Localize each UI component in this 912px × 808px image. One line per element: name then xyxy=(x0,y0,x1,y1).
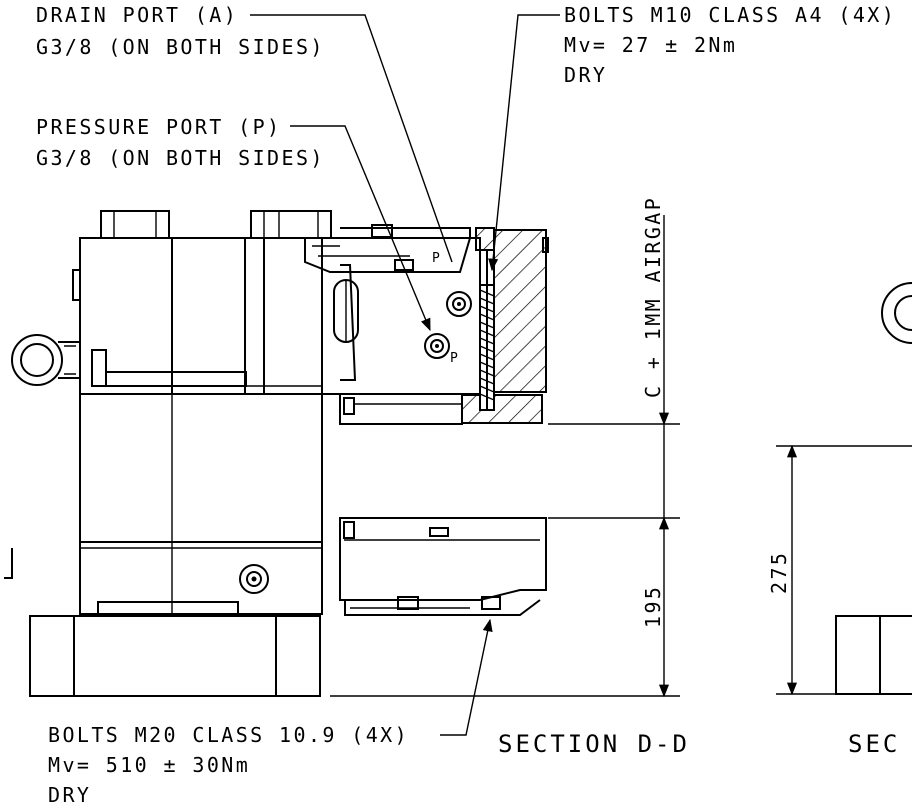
main-assembly: P P xyxy=(4,210,549,697)
pressure-port-thread: G3/8 (ON BOTH SIDES) xyxy=(36,146,325,170)
pressure-port-label: PRESSURE PORT (P) xyxy=(36,115,282,139)
dimension-275-label: 275 xyxy=(767,551,791,594)
top-bolt-heads xyxy=(100,210,332,239)
drain-port-mark: P xyxy=(432,251,442,266)
bolts-m20-condition: DRY xyxy=(48,783,91,807)
bolts-m20-label: BOLTS M20 CLASS 10.9 (4X) xyxy=(48,723,409,747)
section-mark xyxy=(4,548,13,579)
pressure-port-callout: PRESSURE PORT (P) G3/8 (ON BOTH SIDES) xyxy=(36,115,431,332)
dimension-airgap: C + 1MM AIRGAP xyxy=(548,196,680,698)
section-title-secondary: SEC xyxy=(848,730,900,758)
upper-housing xyxy=(304,224,481,395)
bolts-m10-label: BOLTS M10 CLASS A4 (4X) xyxy=(564,3,896,27)
lifting-eye xyxy=(11,334,81,386)
lower-housing xyxy=(339,517,547,616)
dimension-195: 195 xyxy=(330,585,680,697)
upper-pole-plate xyxy=(339,393,463,425)
drain-port: P xyxy=(432,251,472,317)
base-plate xyxy=(29,615,321,697)
bolts-m20-leader xyxy=(440,618,493,736)
bolts-m20-torque: Mv= 510 ± 30Nm xyxy=(48,753,250,777)
section-title-main: SECTION D-D xyxy=(498,730,690,758)
pressure-port-mark: P xyxy=(450,351,460,366)
upper-body xyxy=(72,237,323,395)
drain-port-thread: G3/8 (ON BOTH SIDES) xyxy=(36,35,325,59)
dimension-195-label: 195 xyxy=(641,585,665,628)
drain-port-callout: DRAIN PORT (A) G3/8 (ON BOTH SIDES) xyxy=(36,3,453,263)
bolts-m20-callout: BOLTS M20 CLASS 10.9 (4X) Mv= 510 ± 30Nm… xyxy=(48,618,493,807)
secondary-view: 275 xyxy=(767,282,912,696)
bottom-port xyxy=(239,564,269,594)
pressure-port-leader xyxy=(290,125,431,332)
lower-body xyxy=(79,393,323,615)
bolts-m10-leader xyxy=(488,14,560,272)
bolts-m10-torque: Mv= 27 ± 2Nm xyxy=(564,33,737,57)
bolts-m10-callout: BOLTS M10 CLASS A4 (4X) Mv= 27 ± 2Nm DRY xyxy=(488,3,896,272)
bolts-m10-condition: DRY xyxy=(564,63,607,87)
airgap-dimension-label: C + 1MM AIRGAP xyxy=(641,196,665,398)
drain-port-label: DRAIN PORT (A) xyxy=(36,3,238,27)
pressure-port: P xyxy=(424,333,460,366)
drain-port-leader xyxy=(250,14,453,263)
